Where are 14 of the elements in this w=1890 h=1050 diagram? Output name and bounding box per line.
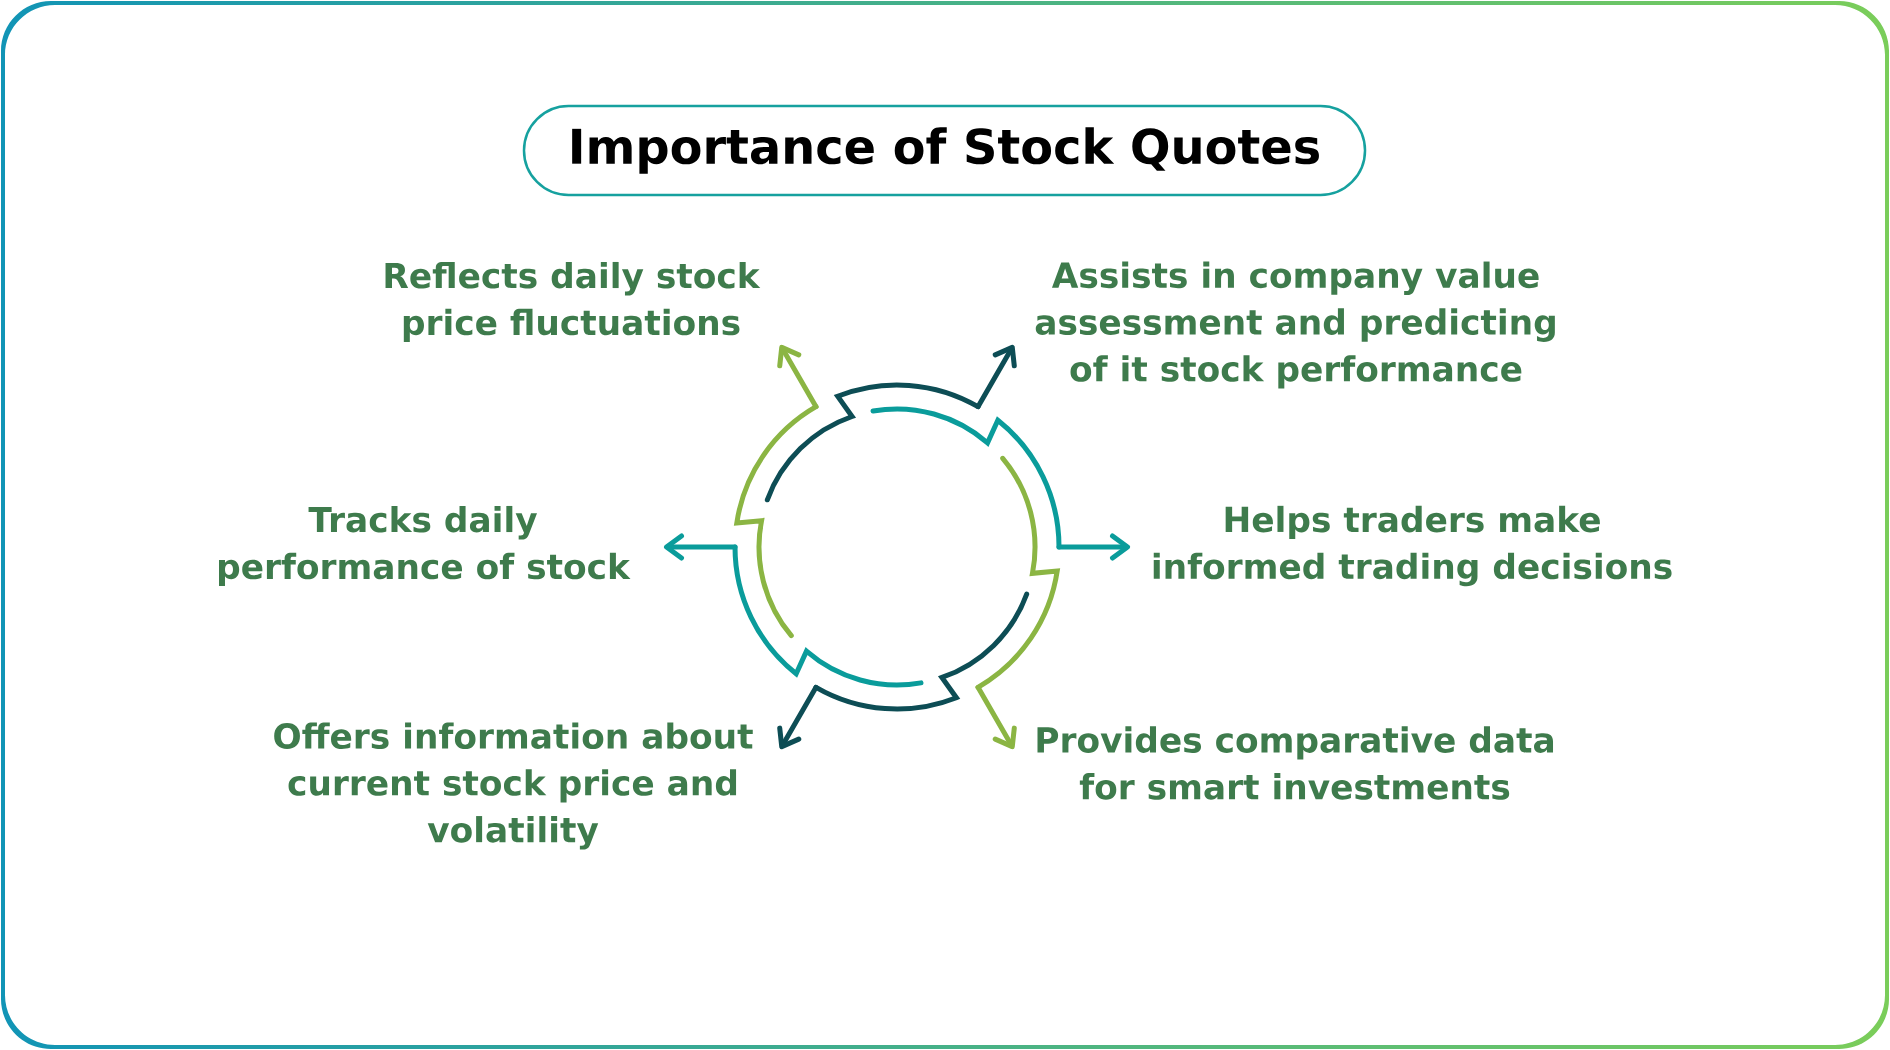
arrow (777, 684, 819, 750)
callout-text: Offers information about current stock price and volatility (274, 722, 753, 850)
arrow (975, 344, 1017, 410)
callout-text: Tracks daily performance of stock (219, 505, 631, 587)
callout-text: Reflects daily stock price fluctuations (385, 261, 761, 343)
callout-text: Helps traders make informed trading decisions (1153, 505, 1672, 587)
title: Importance of Stock Quotes (522, 104, 1367, 197)
segmented-ring (732, 382, 1062, 712)
arrow (777, 344, 819, 410)
arrow (664, 533, 738, 561)
arrow (1056, 533, 1130, 561)
callout-text: Provides comparative data for smart investments (1037, 726, 1553, 800)
arrow (975, 684, 1017, 750)
callout-text: Assists in company value assessment and predicting of it stock performance (1035, 261, 1555, 389)
